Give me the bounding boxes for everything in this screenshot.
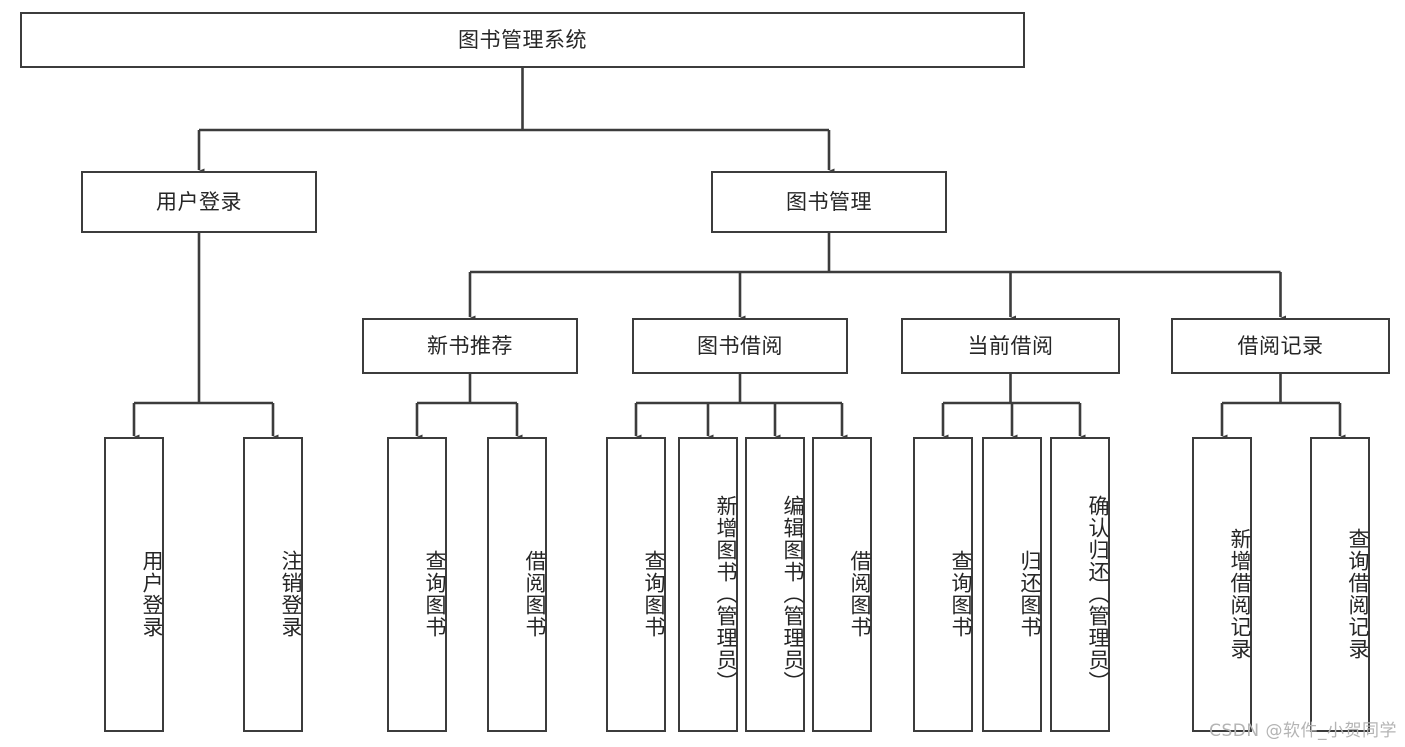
node-user-login[interactable]: 用户登录 <box>81 171 317 233</box>
node-label-leaf-query-3: 查询图书 <box>949 549 973 638</box>
node-leaf-logout[interactable]: 注销登录 <box>243 437 303 732</box>
node-label-leaf-confirm: 确认归还（管理员） <box>1086 494 1110 693</box>
node-leaf-query-2[interactable]: 查询图书 <box>606 437 666 732</box>
node-label-book-borrow: 图书借阅 <box>697 333 783 358</box>
node-leaf-add-rec[interactable]: 新增借阅记录 <box>1192 437 1252 732</box>
node-label-leaf-user-login: 用户登录 <box>140 549 164 638</box>
node-label-book-manage: 图书管理 <box>786 189 872 214</box>
node-label-leaf-edit-book: 编辑图书（管理员） <box>781 494 805 693</box>
watermark-text: CSDN @软件_小贺同学 <box>1209 721 1397 741</box>
node-label-leaf-add-book: 新增图书（管理员） <box>714 494 738 693</box>
node-leaf-borrow-2[interactable]: 借阅图书 <box>812 437 872 732</box>
node-current-borrow[interactable]: 当前借阅 <box>901 318 1120 374</box>
node-new-book-rec[interactable]: 新书推荐 <box>362 318 578 374</box>
node-root[interactable]: 图书管理系统 <box>20 12 1025 68</box>
node-leaf-query-rec[interactable]: 查询借阅记录 <box>1310 437 1370 732</box>
node-book-manage[interactable]: 图书管理 <box>711 171 947 233</box>
node-leaf-query-3[interactable]: 查询图书 <box>913 437 973 732</box>
node-leaf-confirm[interactable]: 确认归还（管理员） <box>1050 437 1110 732</box>
node-label-leaf-borrow-2: 借阅图书 <box>848 549 872 638</box>
node-label-leaf-return: 归还图书 <box>1018 549 1042 638</box>
node-label-borrow-record: 借阅记录 <box>1237 333 1324 358</box>
node-label-leaf-logout: 注销登录 <box>279 549 303 638</box>
node-leaf-return[interactable]: 归还图书 <box>982 437 1042 732</box>
node-label-leaf-query-rec: 查询借阅记录 <box>1346 527 1370 660</box>
node-label-current-borrow: 当前借阅 <box>967 333 1054 358</box>
node-label-leaf-add-rec: 新增借阅记录 <box>1228 527 1252 660</box>
node-label-leaf-borrow-1: 借阅图书 <box>523 549 547 638</box>
node-label-new-book-rec: 新书推荐 <box>427 333 513 358</box>
node-leaf-user-login[interactable]: 用户登录 <box>104 437 164 732</box>
node-label-leaf-query-1: 查询图书 <box>423 549 447 638</box>
node-leaf-edit-book[interactable]: 编辑图书（管理员） <box>745 437 805 732</box>
node-label-leaf-query-2: 查询图书 <box>642 549 666 638</box>
node-label-user-login: 用户登录 <box>156 189 242 214</box>
node-leaf-query-1[interactable]: 查询图书 <box>387 437 447 732</box>
node-leaf-borrow-1[interactable]: 借阅图书 <box>487 437 547 732</box>
node-borrow-record[interactable]: 借阅记录 <box>1171 318 1390 374</box>
node-label-root: 图书管理系统 <box>458 27 587 52</box>
node-leaf-add-book[interactable]: 新增图书（管理员） <box>678 437 738 732</box>
node-book-borrow[interactable]: 图书借阅 <box>632 318 848 374</box>
